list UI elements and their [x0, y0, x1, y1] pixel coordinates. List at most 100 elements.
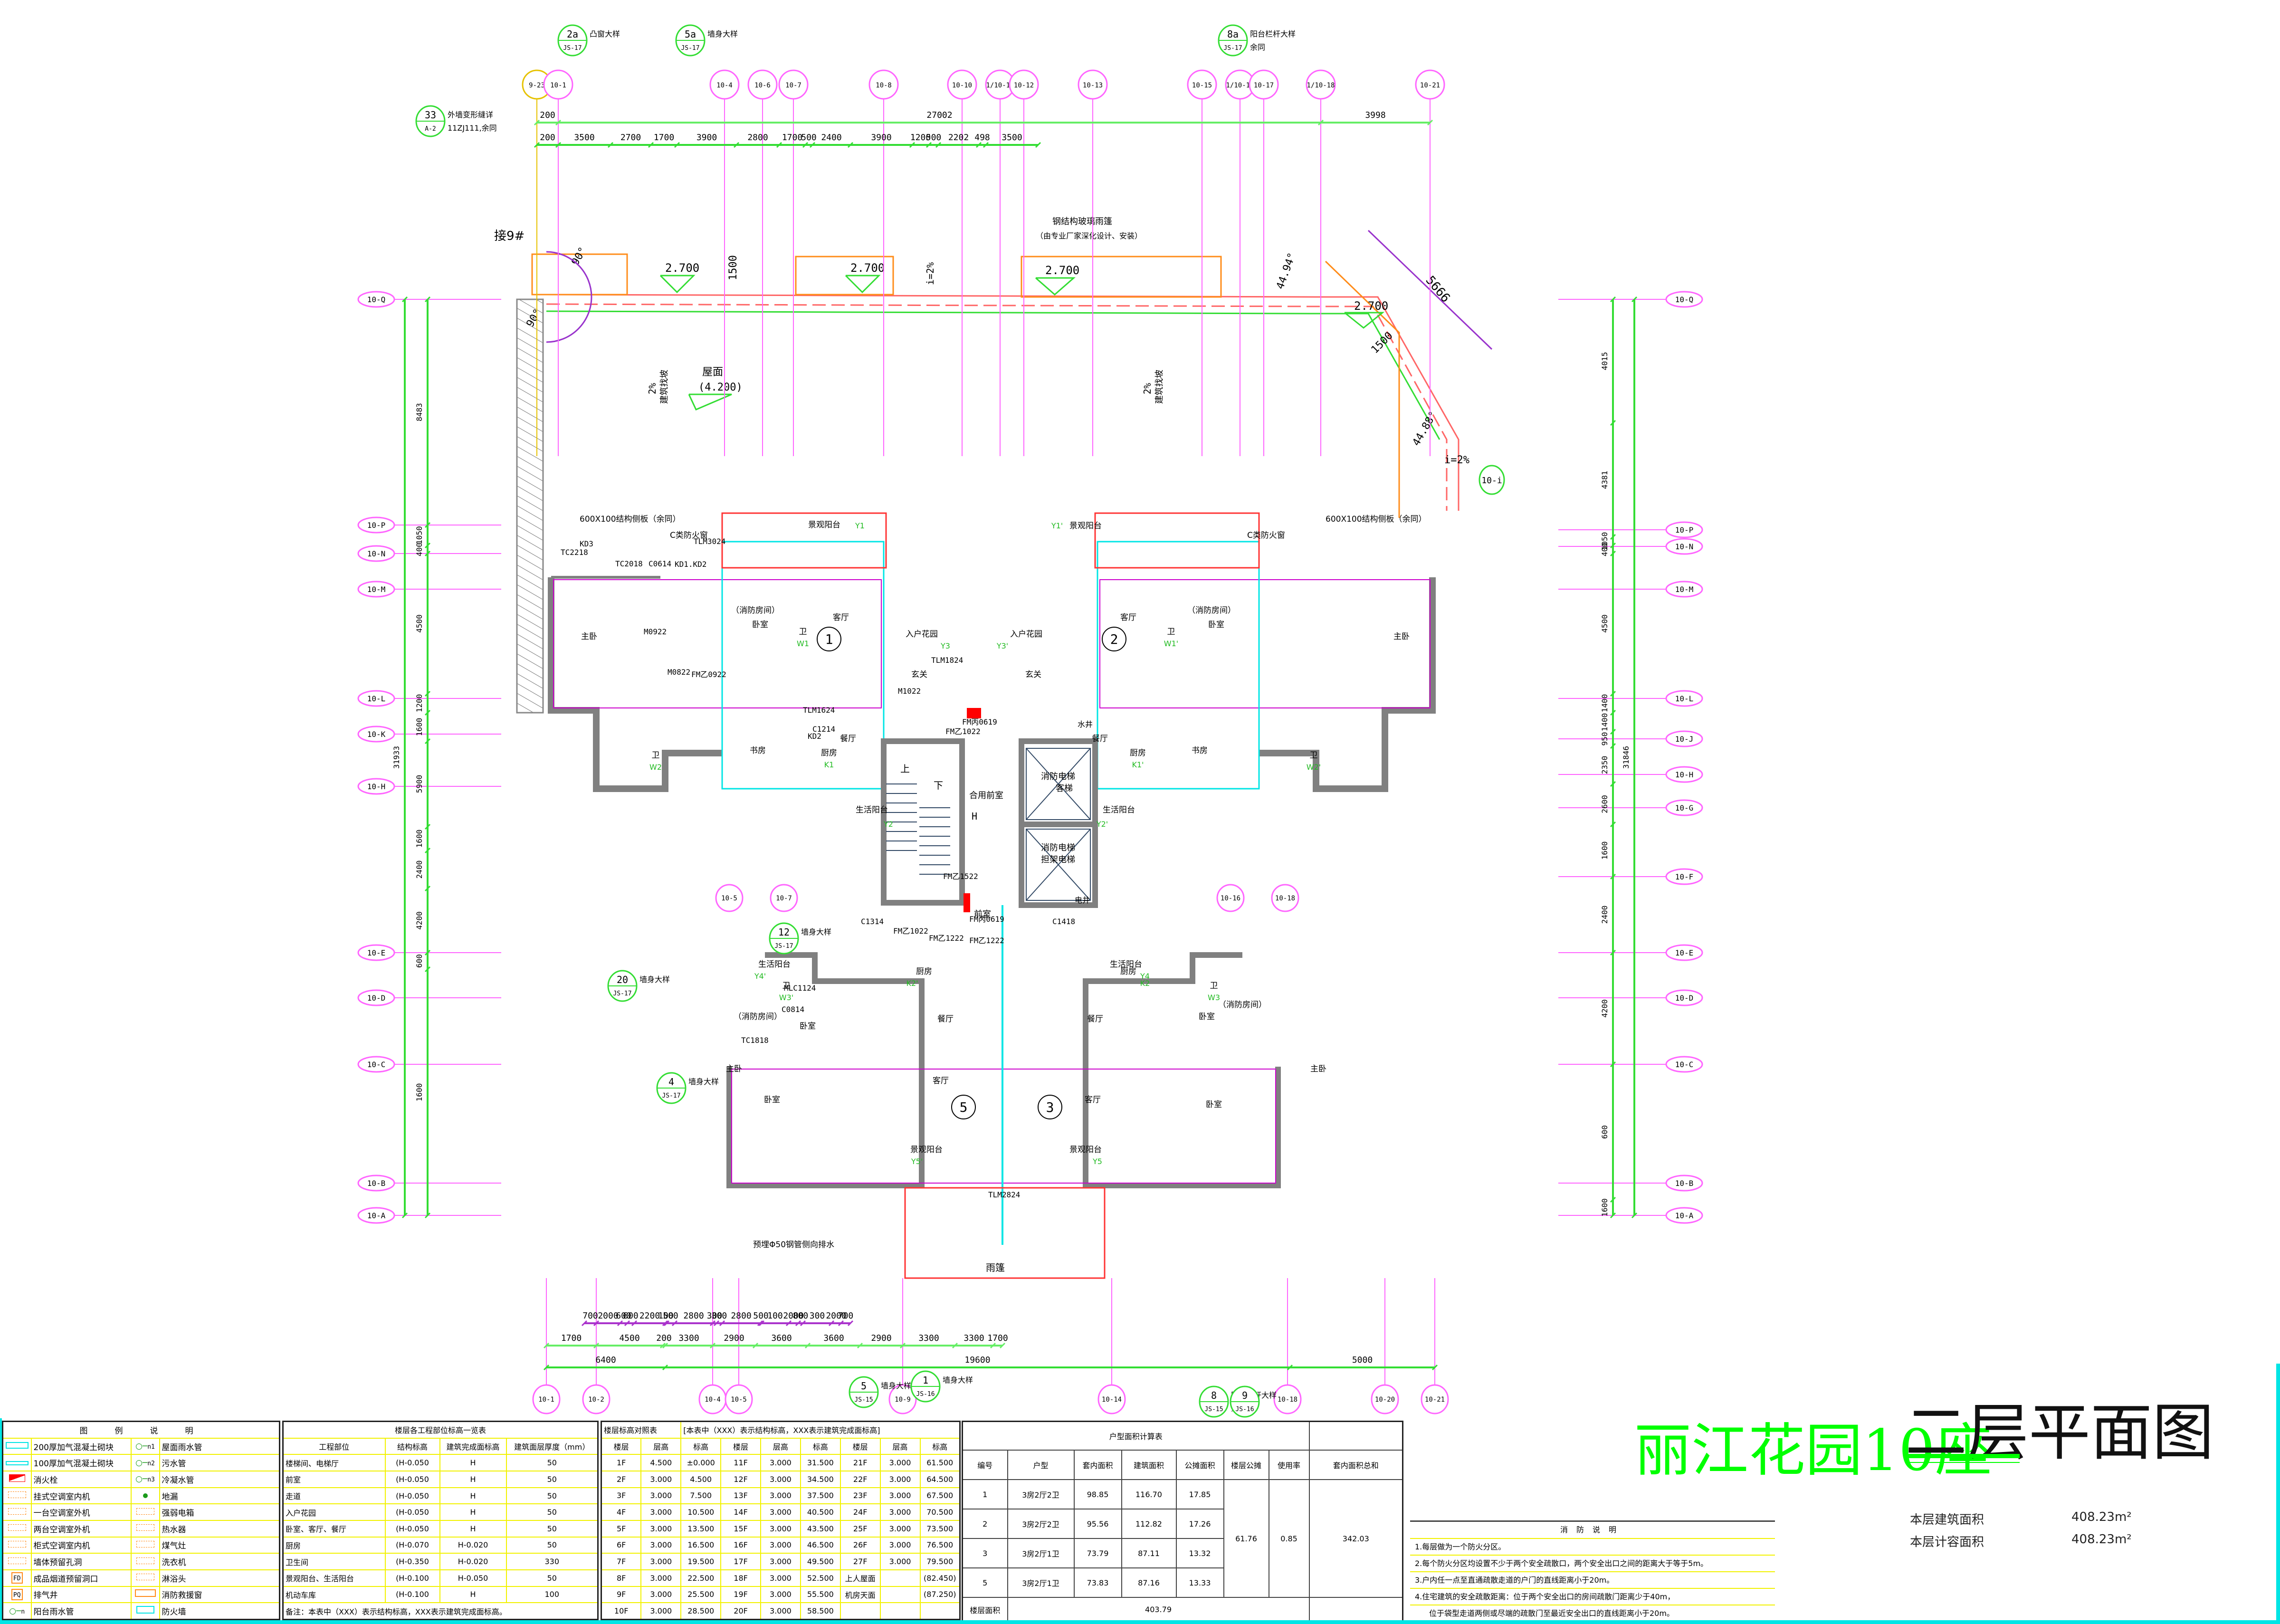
- axis-bubble-right: 10-J: [1558, 730, 1703, 747]
- dim-tick: [424, 966, 431, 973]
- elev-header: 建筑完成面标高: [439, 1437, 507, 1455]
- unit-table-title-blank: [1308, 1421, 1403, 1451]
- fire-window-note: C类防火窗: [670, 531, 708, 540]
- unit-header: 编号: [962, 1450, 1008, 1480]
- unit-cell: 3房2厅1卫: [1007, 1538, 1075, 1568]
- unit-header: 楼层公摊: [1223, 1450, 1269, 1480]
- dim-value: 2202: [948, 133, 969, 143]
- floor-cell: 31.500: [800, 1454, 841, 1471]
- dim-value: 700: [838, 1311, 854, 1321]
- elevation-cell: (H-0.050: [384, 1471, 440, 1488]
- dim-value: 27002: [926, 110, 952, 120]
- axis-bubble-bottom: 10-5: [725, 1278, 753, 1414]
- dim-tick: [1610, 542, 1616, 549]
- legend-label: 热水器: [159, 1519, 280, 1538]
- fire-wall-icon: [130, 1602, 160, 1620]
- dim-tick: [424, 847, 431, 854]
- elevation-cell: 50: [506, 1454, 599, 1472]
- axis-label: 10-N: [1675, 542, 1694, 551]
- room-label: 卧室: [1206, 1100, 1222, 1109]
- axis-label: 10-1: [538, 1396, 554, 1404]
- angle-2: 44.88°: [1411, 410, 1440, 448]
- axis-bubble-mid: 10-7: [770, 884, 798, 912]
- axis-bubble-left: 10-K: [357, 726, 501, 743]
- dim-tick: [795, 1320, 801, 1327]
- dim-tick: [847, 142, 854, 148]
- floor-cell: 13.500: [680, 1519, 722, 1538]
- floor-cell: 3.000: [640, 1519, 682, 1538]
- unit-marker-5: [951, 1095, 976, 1119]
- axis-bubble-right: 10-F: [1558, 868, 1703, 885]
- unit-markers: 1 2 3 5: [817, 627, 1126, 1119]
- shower-icon: [130, 1569, 160, 1587]
- floor-header: 标高: [919, 1437, 961, 1455]
- room-label: 卧室: [764, 1095, 780, 1105]
- dim-tick: [709, 1320, 716, 1327]
- detail-ref-num: 4: [668, 1076, 674, 1088]
- canopy-note: 钢结构玻璃雨篷: [1052, 217, 1112, 227]
- axis-label: 10-8: [876, 82, 892, 89]
- fire-window-note: C类防火窗: [1247, 531, 1285, 540]
- staircase: 上 下: [886, 763, 950, 875]
- elevation-cell: 50: [506, 1471, 599, 1488]
- elevation-cell: 50: [506, 1519, 599, 1538]
- floor-cell: ±0.000: [680, 1454, 722, 1471]
- dim-value: 4200: [415, 911, 424, 930]
- dim-tick: [424, 823, 431, 830]
- room-label: 生活阳台: [758, 960, 791, 969]
- room-label: 客厅: [1120, 613, 1136, 622]
- elevation-cell: (H-0.350: [384, 1553, 440, 1570]
- axis-bubble-top: 10-8: [868, 69, 899, 456]
- dim-tick: [847, 1320, 854, 1327]
- dim-value: 2400: [415, 860, 424, 879]
- dim-tick: [662, 1342, 668, 1349]
- axis-label: 10-6: [754, 82, 771, 89]
- roof-slope-2: 2%: [1142, 383, 1153, 394]
- canopy-elev-text: 2.700: [850, 261, 885, 275]
- floor-cell: 26F: [839, 1536, 881, 1554]
- dim-value: 8483: [415, 403, 424, 421]
- floor-cell: 28.500: [680, 1602, 722, 1620]
- floor-cell: 3.000: [640, 1503, 682, 1521]
- room-label: 餐厅: [1087, 1014, 1103, 1024]
- detail-ref-note: 墙身大样: [881, 1381, 911, 1390]
- elevation-table-title: 楼层各工程部位标高一览表: [282, 1421, 599, 1439]
- axis-label: 10-F: [1675, 872, 1694, 881]
- dim-value: 1400: [1600, 694, 1609, 713]
- legend-label: 一台空调室外机: [30, 1503, 132, 1521]
- building-walls: [548, 512, 1436, 1279]
- room-label: 玄关: [1025, 670, 1041, 679]
- room-label: Y3': [996, 641, 1008, 650]
- dim-value: 400: [415, 543, 424, 556]
- fire-notes-title: 消防说明: [1410, 1522, 1775, 1539]
- axis-label: 10-K: [367, 730, 386, 739]
- elevation-cell: 100: [506, 1586, 599, 1604]
- dim-value: 5000: [1352, 1355, 1373, 1365]
- dim-tick: [424, 949, 431, 956]
- dim-value: 5900: [415, 775, 424, 793]
- opening-code: TC2218: [561, 548, 588, 557]
- dim-tick: [424, 738, 431, 745]
- title-underline: [1908, 1454, 2020, 1458]
- exhaust-shaft-icon: PQ: [2, 1586, 32, 1604]
- dim-value: 3900: [696, 133, 717, 143]
- axis-bubble-top: 9-23: [522, 69, 552, 456]
- unit-header: 公摊面积: [1175, 1450, 1224, 1480]
- fire-hydrant-icon: [964, 893, 970, 912]
- dim-tick: [624, 1320, 630, 1327]
- unit-id-5: 5: [960, 1099, 968, 1115]
- dim-value: 2800: [683, 1311, 704, 1321]
- axis-label: 10-13: [1083, 82, 1103, 89]
- floor-cell: [879, 1602, 921, 1620]
- unit-cell: 13.33: [1175, 1567, 1224, 1598]
- axis-label: 10-15: [1192, 82, 1212, 89]
- elevation-cell: H: [439, 1487, 507, 1505]
- dim-value: 3300: [918, 1333, 939, 1343]
- opening-code: TC1818: [741, 1036, 769, 1045]
- axis-bubble-top: 10-6: [747, 69, 778, 456]
- unit-id-1: 1: [825, 631, 833, 647]
- room-label: 客厅: [833, 613, 849, 622]
